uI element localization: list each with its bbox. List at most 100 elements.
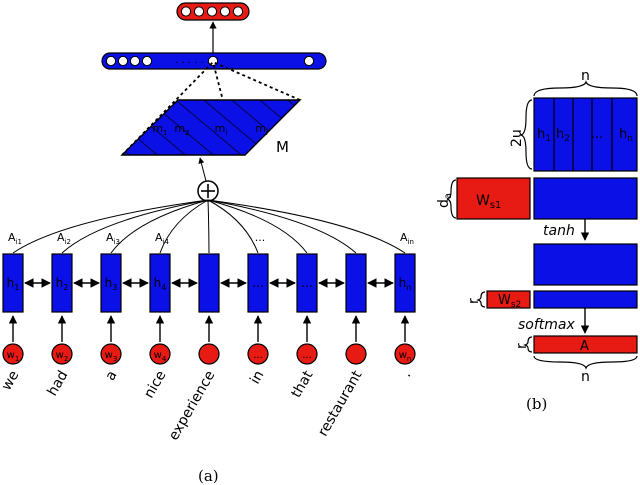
attention-curve-8 [207,199,357,254]
r1-label: r [466,298,482,304]
embedding-cell-6 [303,55,315,67]
embedding-dots: · · · · · · [175,58,210,69]
embedding-cell-2 [117,55,129,67]
word-node-label-7: ... [302,350,312,361]
output-cell-3 [206,6,218,17]
word-1: we [0,368,22,393]
hidden-state-3 [100,253,122,313]
h-matrix-labels: h1 h2... hn [537,127,633,144]
brace-2u [520,99,533,170]
hidden-label-2: h2 [56,276,69,292]
brace-da [446,179,457,219]
da-label: da [436,193,454,208]
hidden-state-1 [2,253,24,313]
attention-curve-5 [207,199,210,254]
word-9: . [398,368,414,380]
matrix-col-label-2: m2 [174,122,189,137]
attention-label-1: Ai1 [8,231,22,246]
two-u-label: 2u [509,129,525,147]
h-matrix-label-3: ... [591,127,603,142]
matrix-col-label-4: mr [255,122,269,137]
brace-n-bottom [533,355,638,370]
tanh-label: tanh [543,223,575,239]
matrix-to-vector-lines [121,61,301,156]
hidden-label-4: h4 [154,276,167,292]
ws1-matrix [456,177,531,220]
word-node-4 [149,343,171,365]
embedding-vector-cells [105,55,315,67]
n-bottom-label: n [581,369,590,385]
hidden-label-3: h3 [105,276,118,292]
hidden-label-9: hn [399,276,412,292]
hidden-state-4 [149,253,171,313]
attention-weight-labels: Ai1 Ai2 Ai3 Ai4... Ain [8,231,414,246]
word-node-label-3: w3 [105,350,118,363]
matrix-col-label-3: mi [215,122,228,137]
brace-r1 [476,291,486,308]
h-matrix-label-4: hn [619,127,633,144]
word-node-label-2: w2 [56,350,69,363]
attention-label-2: Ai2 [57,231,71,246]
hidden-label-6: ... [252,276,263,290]
word-8: restaurant [315,368,366,440]
attention-label-9: Ain [400,231,414,246]
attention-label-4: Ai4 [155,231,169,246]
tanh-output [533,243,638,286]
embedding-cell-1 [105,55,117,67]
hidden-label-1: h1 [7,276,20,292]
attention-label-6: ... [255,231,266,244]
word-node-label-4: w4 [154,350,167,363]
word-4: nice [141,368,169,401]
matrix-label: M [276,138,289,156]
word-5: experience [166,368,219,443]
brace-n-top [533,80,638,97]
ws2-matrix [486,290,531,309]
brace-r2 [523,336,533,353]
r2-label: r [514,343,530,349]
word-3: a [102,368,120,383]
hidden-states: h1 h2 h3 h4...... hn [2,253,416,313]
ws2-label: Ws2 [498,293,521,310]
hidden-state-2 [51,253,73,313]
h-matrix-dividers [553,98,613,171]
attention-curve-7 [207,199,308,254]
word-7: that [288,368,316,401]
output-cell-4 [219,6,231,17]
word-node-2 [51,343,73,365]
h-matrix-label-2: h2 [556,127,570,144]
hidden-label-7: ... [301,276,312,290]
attention-curve-4 [159,199,209,254]
word-6: in [247,368,267,387]
word-node-9 [394,343,416,365]
ws2-product [533,290,638,309]
matrix-m [120,99,302,156]
word-node-8 [345,343,367,365]
hidden-state-9 [394,253,416,313]
hidden-state-8 [345,253,367,313]
attention-curve-2 [61,199,209,254]
panel-a-caption: (a) [198,467,219,485]
word-node-5 [198,343,220,365]
attention-curve-3 [110,199,209,254]
embedding-cell-4 [141,55,153,67]
n-top-label: n [581,68,590,84]
attention-curves [12,199,406,254]
hidden-state-6 [247,253,269,313]
output-vector-cells [180,6,244,17]
attention-label-3: Ai3 [106,231,120,246]
output-cell-5 [232,6,244,17]
word-node-label-1: w1 [7,350,20,363]
a-label: A [580,339,589,354]
word-node-label-9: wn [399,350,412,363]
hidden-state-7 [296,253,318,313]
h-matrix-label-1: h1 [537,127,551,144]
attention-curve-1 [12,199,209,254]
arrow-sum-to-matrix [198,157,207,182]
softmax-label: softmax [518,317,575,333]
hidden-state-5 [198,253,220,313]
ws1-label: Ws1 [476,193,501,211]
